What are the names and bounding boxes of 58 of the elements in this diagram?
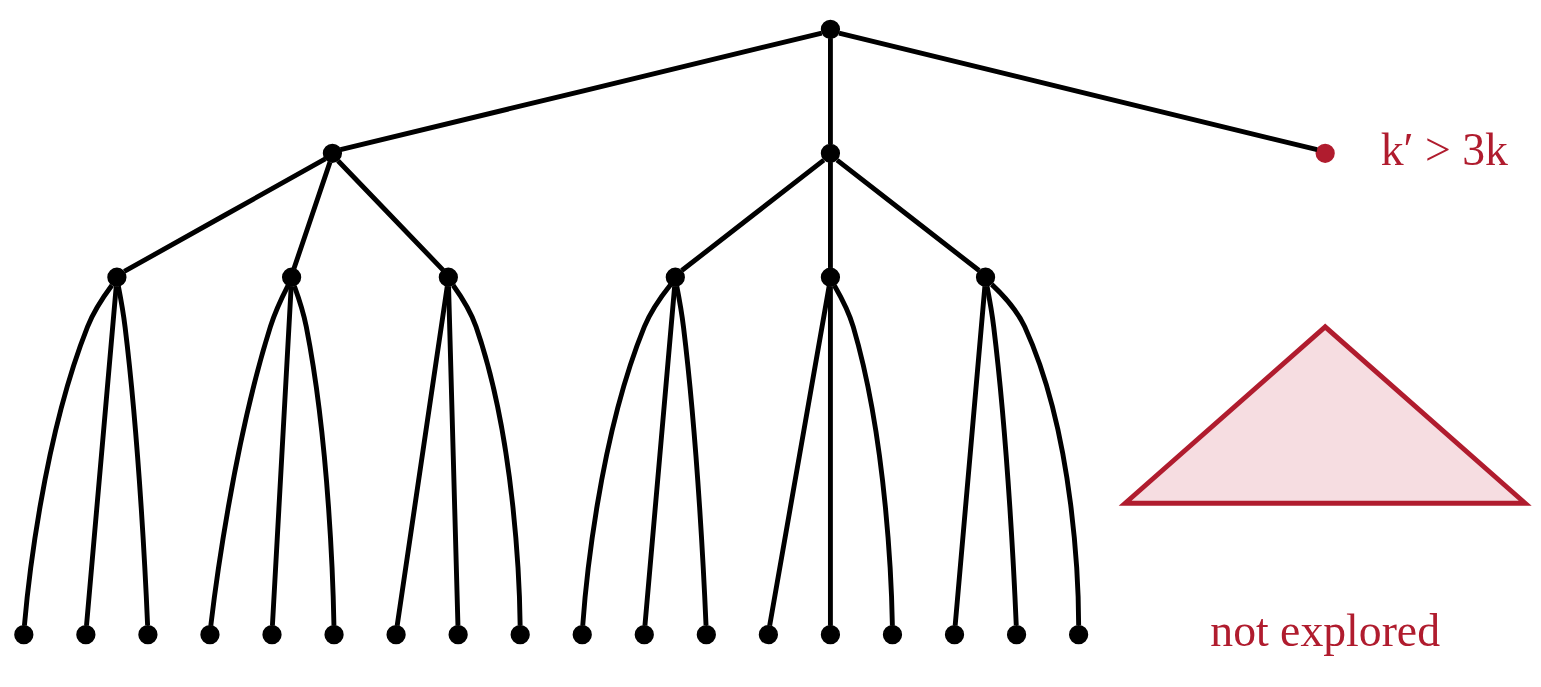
- node-circle: [1006, 625, 1027, 645]
- connector: [990, 282, 1082, 626]
- node-circle: [438, 267, 458, 287]
- node-triangle: [1118, 323, 1532, 506]
- node-circle: [758, 625, 778, 645]
- node-circle: [1068, 625, 1089, 645]
- connector: [292, 285, 337, 626]
- node-circle: [386, 625, 406, 645]
- connector: [269, 286, 294, 626]
- node-circle: [665, 267, 685, 287]
- node-circle: [324, 625, 344, 645]
- connector: [446, 286, 461, 626]
- connector: [835, 158, 981, 273]
- node-circle: [820, 625, 841, 645]
- connector: [767, 285, 832, 627]
- node-circle: [138, 625, 158, 645]
- node-circle: [696, 625, 716, 645]
- node-circle: [262, 625, 282, 645]
- connector: [451, 283, 523, 626]
- node-circle: [820, 267, 841, 287]
- connector: [827, 162, 833, 268]
- connector: [838, 30, 1318, 153]
- node-label: not explored: [1210, 604, 1441, 656]
- node-circle: [975, 267, 996, 287]
- node-circle: [882, 625, 903, 645]
- node-circle: [820, 19, 841, 39]
- node-circle: [944, 625, 965, 645]
- connector: [832, 284, 895, 626]
- connector: [674, 285, 709, 626]
- node-circle: [572, 625, 592, 645]
- node-circle: [510, 625, 530, 645]
- connector: [336, 159, 445, 272]
- node-circle: [448, 625, 468, 645]
- node-circle: [820, 143, 841, 163]
- connector: [123, 156, 327, 274]
- connector: [984, 285, 1019, 626]
- node-label: k′ > 3k: [1380, 123, 1508, 175]
- node-circle: [634, 625, 654, 645]
- connector: [21, 283, 114, 626]
- node-circle: [281, 267, 302, 287]
- node-circle: [14, 625, 34, 645]
- node-circle: [322, 143, 343, 163]
- connector: [115, 285, 151, 626]
- node-circle: [76, 625, 96, 645]
- node-circle: [1315, 143, 1335, 163]
- connector: [339, 30, 823, 153]
- connector: [580, 283, 673, 626]
- connector: [394, 285, 450, 626]
- connector: [642, 286, 678, 626]
- connector: [680, 158, 826, 273]
- connector: [827, 286, 833, 626]
- connector: [827, 38, 833, 145]
- connector: [952, 286, 988, 626]
- node-circle: [200, 625, 220, 645]
- node-circle: [107, 267, 127, 287]
- connector: [291, 161, 333, 270]
- connector: [84, 286, 119, 626]
- connector: [208, 284, 291, 627]
